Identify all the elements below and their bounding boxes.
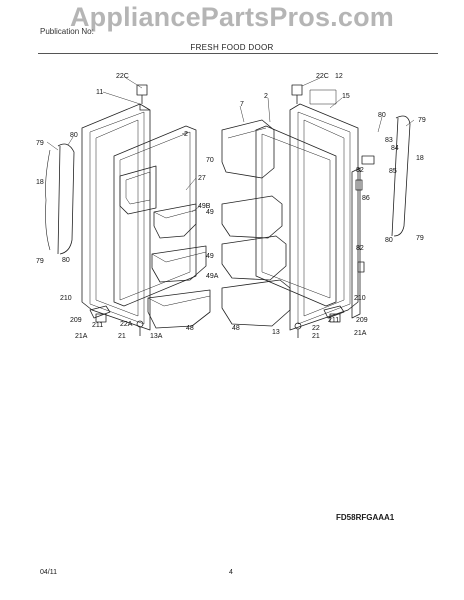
- left-door-shelves: [147, 203, 211, 329]
- left-door-handle: [57, 143, 75, 255]
- callout-211: 211: [92, 322, 103, 329]
- callout-21a: 21A: [354, 330, 367, 337]
- callout-11: 11: [96, 89, 103, 96]
- callout-79: 79: [416, 235, 424, 242]
- callout-22c: 22C: [116, 73, 129, 80]
- callout-22: 22: [312, 325, 320, 332]
- callout-86: 86: [362, 195, 370, 202]
- callout-82: 82: [356, 167, 364, 174]
- section-title: FRESH FOOD DOOR: [190, 43, 274, 52]
- callout-80: 80: [62, 257, 70, 264]
- callout-27: 27: [198, 175, 206, 182]
- right-door-shell: [289, 84, 359, 331]
- header-rule: [38, 53, 438, 54]
- callout-15: 15: [342, 93, 350, 100]
- callout-18: 18: [416, 155, 424, 162]
- callout-210: 210: [60, 295, 72, 302]
- callout-49: 49: [206, 209, 214, 216]
- callout-13a: 13A: [150, 333, 163, 340]
- callout-209: 209: [356, 317, 368, 324]
- callout-82: 82: [356, 245, 364, 252]
- footer-date: 04/11: [40, 569, 57, 576]
- callout-84: 84: [391, 145, 399, 152]
- callout-80: 80: [378, 112, 386, 119]
- callout-80: 80: [385, 237, 393, 244]
- callout-22a: 22A: [120, 321, 133, 328]
- header-publication: Publication No:: [40, 27, 94, 36]
- callout-79: 79: [36, 258, 44, 265]
- watermark: AppliancePartsPros.com: [69, 2, 394, 32]
- callout-83: 83: [385, 137, 393, 144]
- callout-49a: 49A: [206, 273, 219, 280]
- callout-2: 2: [264, 93, 268, 100]
- callout-13: 13: [272, 329, 280, 336]
- callout-49: 49: [206, 253, 214, 260]
- model-number: FD58RFGAAA1: [336, 513, 395, 522]
- left-bottom-hinge: [89, 305, 144, 336]
- callout-70: 70: [206, 157, 214, 164]
- callout-2: 2: [184, 131, 188, 138]
- callout-80: 80: [70, 132, 78, 139]
- right-trim-strip: [351, 167, 361, 319]
- right-bottom-hinge: [294, 305, 345, 338]
- callout-48: 48: [186, 325, 194, 332]
- callout-209: 209: [70, 317, 82, 324]
- callout-48: 48: [232, 325, 240, 332]
- callout-79: 79: [36, 140, 44, 147]
- callout-49b: 49B: [198, 203, 211, 210]
- callout-21: 21: [118, 333, 126, 340]
- callout-22c: 22C: [316, 73, 329, 80]
- callout-210: 210: [354, 295, 366, 302]
- callout-18: 18: [36, 179, 44, 186]
- callout-85: 85: [389, 168, 397, 175]
- right-door-handle: [391, 115, 411, 237]
- callout-21: 21: [312, 333, 320, 340]
- callout-7: 7: [240, 101, 244, 108]
- left-door-gasket: [113, 125, 197, 307]
- right-door-shelves: [221, 119, 291, 327]
- footer-page-number: 4: [229, 569, 233, 576]
- callout-12: 12: [335, 73, 343, 80]
- right-door-gasket: [255, 125, 337, 307]
- left-door-shell: [81, 84, 157, 331]
- callout-21a: 21A: [75, 333, 88, 340]
- callout-79: 79: [418, 117, 426, 124]
- callout-211: 211: [328, 317, 339, 324]
